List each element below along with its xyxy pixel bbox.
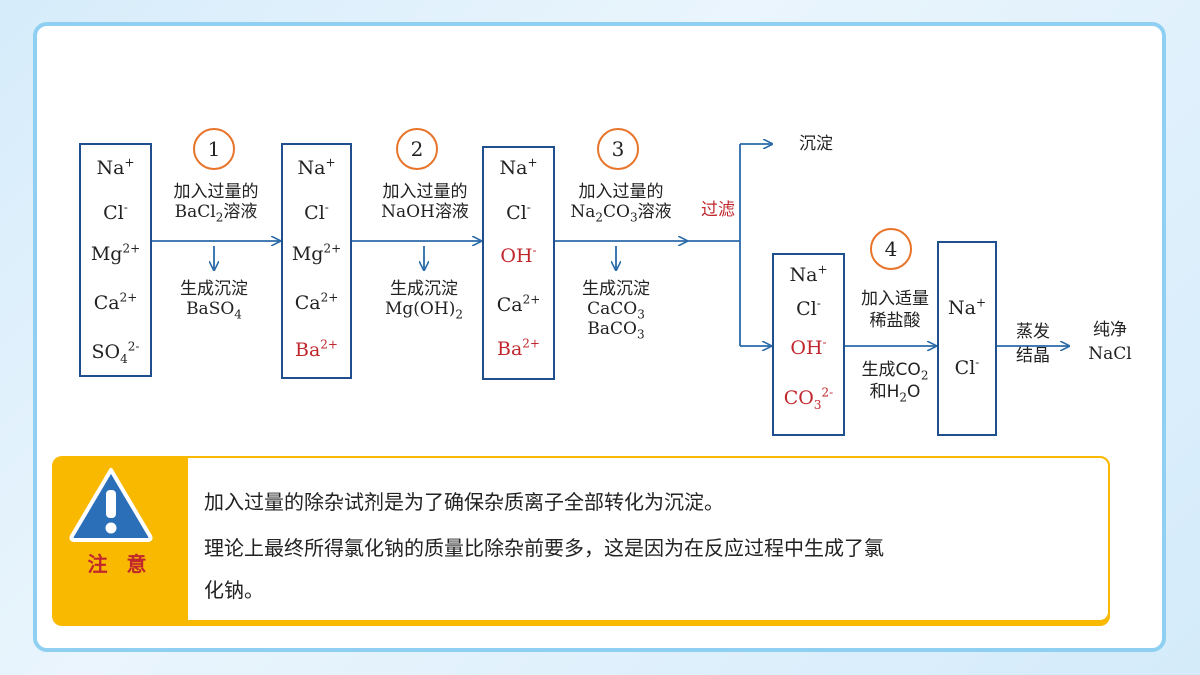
ion-mg: Mg2+ xyxy=(291,241,342,265)
step3-precipitate-label: 生成沉淀 CaCO3 BaCO3 xyxy=(582,279,650,342)
ion-ca: Ca2+ xyxy=(496,292,541,316)
ion-na: Na+ xyxy=(96,155,135,179)
step-4-marker: 4 xyxy=(870,228,912,270)
step1-precipitate-label: 生成沉淀 BaSO4 xyxy=(180,279,248,322)
step-1-marker: 1 xyxy=(193,128,235,170)
step-3-marker: 3 xyxy=(597,128,639,170)
ion-box-initial: Na+ Cl- Mg2+ Ca2+ SO42- xyxy=(79,143,152,377)
ion-na: Na+ xyxy=(947,295,986,319)
ion-cl: Cl- xyxy=(103,200,128,224)
ion-box-final: Na+ Cl- xyxy=(937,241,997,436)
step2-precipitate-label: 生成沉淀 Mg(OH)2 xyxy=(385,279,463,322)
ion-cl: Cl- xyxy=(304,200,329,224)
note-body xyxy=(186,456,1110,622)
ion-oh: OH- xyxy=(790,335,827,359)
ion-na: Na+ xyxy=(297,155,336,179)
ion-box-after-bacl2: Na+ Cl- Mg2+ Ca2+ Ba2+ xyxy=(281,143,352,379)
ion-mg: Mg2+ xyxy=(90,241,141,265)
ion-ba: Ba2+ xyxy=(497,336,540,360)
ion-box-after-naoh: Na+ Cl- OH- Ca2+ Ba2+ xyxy=(482,146,555,380)
ion-na: Na+ xyxy=(499,155,538,179)
note-line-3: 化钠。 xyxy=(204,578,264,602)
step2-reagent-label: 加入过量的 NaOH溶液 xyxy=(381,182,469,222)
step-2-marker: 2 xyxy=(396,128,438,170)
ion-oh: OH- xyxy=(500,243,537,267)
evaporate-label: 蒸发 结晶 xyxy=(1016,322,1050,366)
step4-reagent-label: 加入适量 稀盐酸 xyxy=(861,289,929,331)
ion-box-filtrate: Na+ Cl- OH- CO32- xyxy=(772,253,845,436)
step1-reagent-label: 加入过量的 BaCl2溶液 xyxy=(173,182,259,225)
note-line-2: 理论上最终所得氯化钠的质量比除杂前要多，这是因为在反应过程中生成了氯 xyxy=(204,536,884,560)
precipitate-output: 沉淀 xyxy=(799,134,833,154)
ion-ca: Ca2+ xyxy=(294,290,339,314)
ion-co3: CO32- xyxy=(783,385,834,412)
ion-ba: Ba2+ xyxy=(295,337,338,361)
step3-reagent-label: 加入过量的 Na2CO3溶液 xyxy=(570,182,672,225)
ion-ca: Ca2+ xyxy=(93,290,138,314)
ion-so4: SO42- xyxy=(91,339,140,366)
ion-na: Na+ xyxy=(789,262,828,286)
filter-label: 过滤 xyxy=(701,200,735,220)
note-label: 注 意 xyxy=(87,552,153,576)
warning-icon xyxy=(69,468,153,542)
product-label: 纯净 NaCl xyxy=(1088,320,1132,364)
note-line-1: 加入过量的除杂试剂是为了确保杂质离子全部转化为沉淀。 xyxy=(204,490,724,514)
step4-gas-label: 生成CO2 和H2O xyxy=(861,360,929,405)
ion-cl: Cl- xyxy=(796,296,821,320)
ion-cl: Cl- xyxy=(506,200,531,224)
ion-cl: Cl- xyxy=(954,355,980,379)
